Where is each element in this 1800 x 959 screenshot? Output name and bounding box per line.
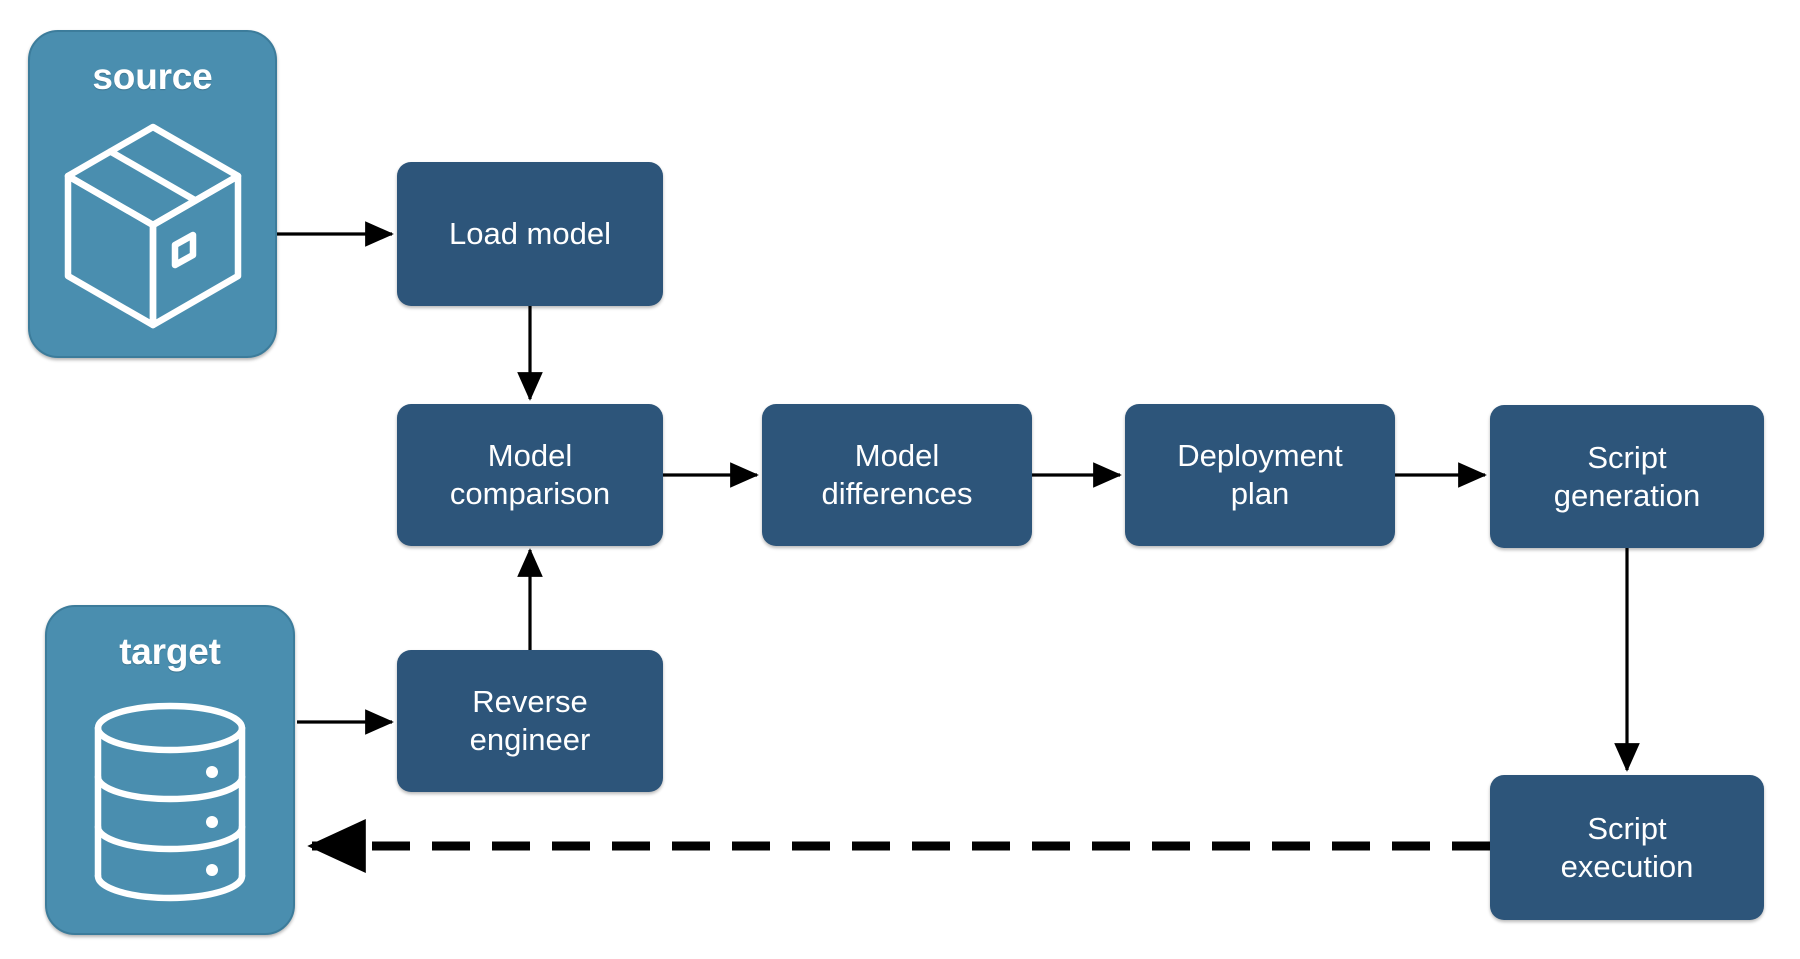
process-label-model-comparison: Model comparison: [449, 438, 611, 511]
database-cylinder-icon: [47, 670, 293, 933]
process-node-script-generation[interactable]: Script generation: [1490, 405, 1764, 548]
process-node-model-differences[interactable]: Model differences: [762, 404, 1032, 546]
process-node-load-model[interactable]: Load model: [397, 162, 663, 306]
process-label-script-execution: Script execution: [1560, 810, 1694, 884]
process-node-script-execution[interactable]: Script execution: [1490, 775, 1764, 920]
process-label-reverse-engineer: Reverse engineer: [469, 684, 591, 757]
endpoint-node-target[interactable]: target: [45, 605, 295, 935]
endpoint-label-target: target: [119, 631, 221, 672]
process-node-model-comparison[interactable]: Model comparison: [397, 404, 663, 546]
endpoint-node-source[interactable]: source: [28, 30, 277, 358]
process-node-reverse-engineer[interactable]: Reverse engineer: [397, 650, 663, 792]
process-label-script-generation: Script generation: [1553, 439, 1701, 513]
process-label-model-differences: Model differences: [821, 438, 973, 511]
endpoint-label-source: source: [92, 56, 213, 97]
process-label-load-model: Load model: [448, 216, 611, 252]
process-label-deployment-plan: Deployment plan: [1177, 438, 1343, 511]
package-box-icon: [30, 95, 275, 356]
process-node-deployment-plan[interactable]: Deployment plan: [1125, 404, 1395, 546]
